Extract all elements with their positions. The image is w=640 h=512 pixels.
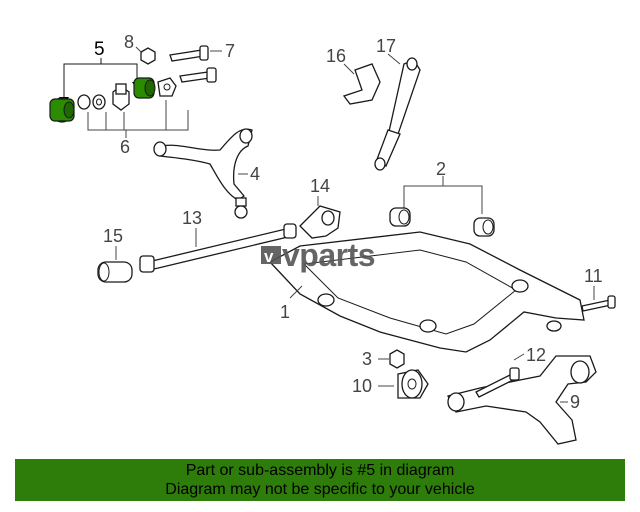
callout-10[interactable]: 10 (352, 376, 372, 396)
banner-line-1: Part or sub-assembly is #5 in diagram (185, 462, 455, 479)
callout-15[interactable]: 15 (103, 226, 123, 246)
bolt-11: 11 (581, 266, 616, 312)
bushings-2: 2 (389, 159, 495, 237)
callout-11[interactable]: 11 (584, 266, 603, 286)
callout-2[interactable]: 2 (436, 159, 446, 179)
callout-3[interactable]: 3 (362, 349, 372, 369)
bolt-7: 7 (169, 41, 235, 62)
mount-14: 14 (299, 176, 341, 239)
callout-4[interactable]: 4 (250, 164, 260, 184)
callout-7[interactable]: 7 (225, 41, 235, 61)
shock-absorber-17: 17 (374, 36, 421, 171)
nut-8: 8 (124, 32, 156, 65)
bolt-6-long (179, 67, 217, 83)
link-rod-13: 13 (139, 208, 297, 273)
callout-6[interactable]: 6 (120, 137, 130, 157)
logo-glyph: v (264, 247, 274, 266)
callout-5[interactable]: 5 (94, 39, 105, 60)
callout-8[interactable]: 8 (124, 32, 134, 52)
bolt-12: 12 (475, 345, 546, 398)
upper-control-arm-4: 4 (153, 128, 260, 219)
bushing-5-right[interactable] (133, 77, 156, 99)
callout-12[interactable]: 12 (526, 345, 546, 365)
callout-16[interactable]: 16 (326, 46, 346, 66)
vparts-logo: v vparts (261, 237, 376, 273)
callout-9[interactable]: 9 (570, 392, 580, 412)
hardware-group-6: 6 (77, 77, 189, 157)
nut-3: 3 (362, 349, 405, 369)
info-banner: Part or sub-assembly is #5 in diagram Di… (15, 459, 625, 501)
banner-line-2: Diagram may not be specific to your vehi… (165, 481, 475, 498)
logo-text: vparts (282, 237, 375, 273)
lower-arm-9: 9 (447, 355, 597, 445)
callout-1[interactable]: 1 (280, 302, 290, 322)
subframe-1: 1 (268, 231, 585, 353)
bracket-16: 16 (326, 46, 381, 105)
bushing-15: 15 (97, 226, 133, 283)
callout-14[interactable]: 14 (310, 176, 330, 196)
bushing-5-left[interactable] (49, 97, 75, 123)
callout-17[interactable]: 17 (376, 36, 396, 56)
callout-13[interactable]: 13 (182, 208, 202, 228)
bushing-10: 10 (352, 369, 429, 399)
